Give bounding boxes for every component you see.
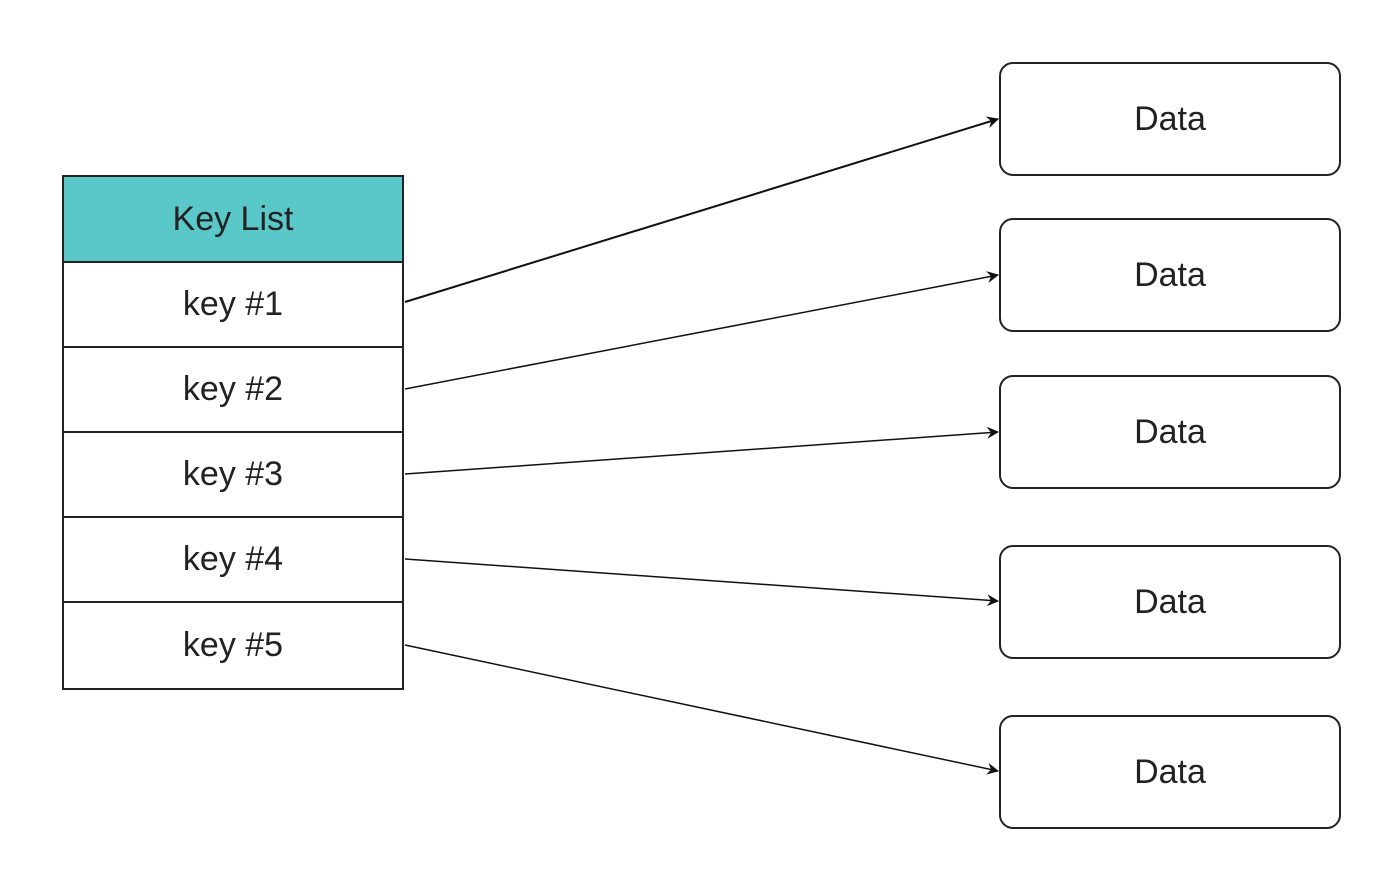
data-node-1[interactable]: Data (999, 62, 1341, 176)
key-list-header[interactable]: Key List (64, 177, 402, 263)
connector-key-2 (404, 271, 999, 390)
key-row-5[interactable]: key #5 (64, 603, 402, 688)
key-row-1[interactable]: key #1 (64, 263, 402, 348)
data-node-4[interactable]: Data (999, 545, 1341, 659)
data-node-2[interactable]: Data (999, 218, 1341, 332)
connector-key-5 (404, 644, 999, 775)
key-list-table: Key List key #1 key #2 key #3 key #4 key… (62, 175, 404, 690)
data-node-3[interactable]: Data (999, 375, 1341, 489)
data-node-5[interactable]: Data (999, 715, 1341, 829)
key-row-2[interactable]: key #2 (64, 348, 402, 433)
connector-key-3 (404, 426, 999, 475)
connector-key-1 (404, 116, 999, 303)
key-row-4[interactable]: key #4 (64, 518, 402, 603)
key-row-3[interactable]: key #3 (64, 433, 402, 518)
connector-key-4 (404, 558, 999, 607)
